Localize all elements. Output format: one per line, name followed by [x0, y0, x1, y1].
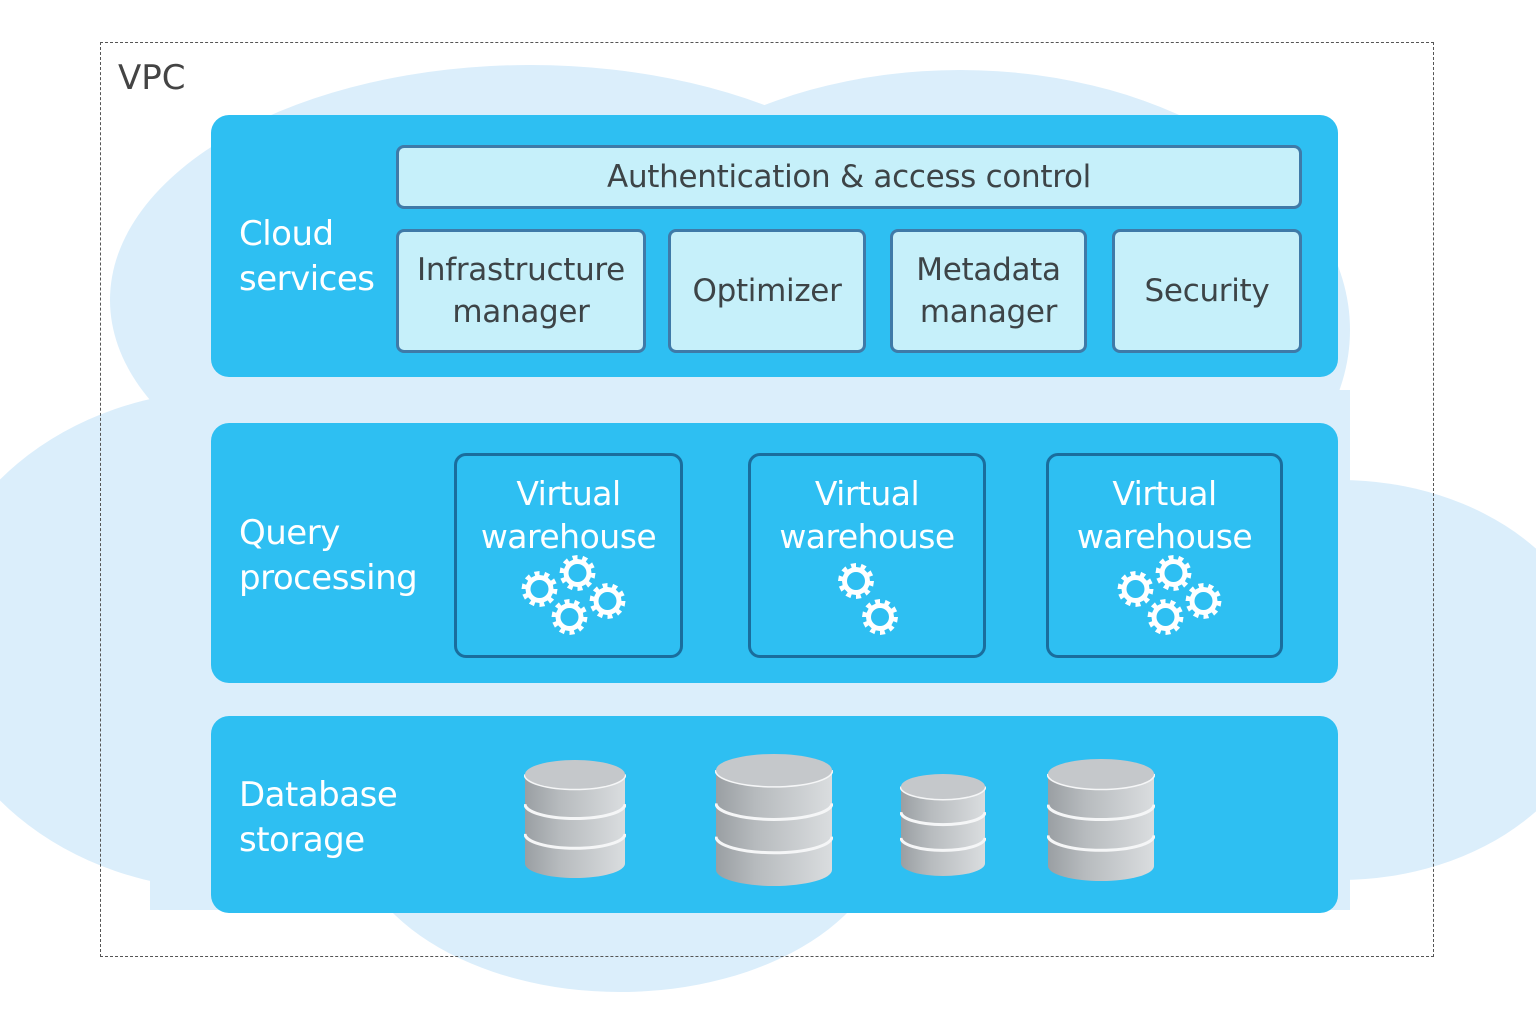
warehouse-label: Virtual: [516, 474, 621, 513]
gear-hole: [1194, 592, 1213, 610]
database-storage-title: Database storage: [239, 773, 398, 863]
database-band: [524, 803, 626, 821]
title-line: storage: [239, 820, 365, 860]
module-label: Optimizer: [692, 273, 842, 309]
auth-access-control-box: Authentication & access control: [396, 145, 1302, 209]
database-top: [1048, 759, 1154, 789]
database-top: [716, 754, 832, 787]
warehouse-label: Virtual: [814, 474, 920, 513]
optimizer-box: Optimizer: [668, 229, 866, 353]
title-line: Database: [239, 775, 398, 815]
virtual-warehouse: Virtual warehouse: [748, 453, 986, 658]
gear-hole: [1156, 608, 1175, 626]
database-icon: [900, 774, 986, 876]
title-line: Cloud: [239, 214, 334, 254]
virtual-warehouse: Virtual warehouse: [454, 453, 683, 658]
query-processing-layer: Query processing Virtual warehouse Virtua…: [211, 423, 1338, 683]
module-label: manager: [452, 294, 590, 330]
vpc-boundary: [100, 42, 1434, 957]
cloud-services-title: Cloud services: [239, 212, 375, 302]
database-body: [901, 786, 985, 876]
gears-icon: [521, 555, 626, 635]
database-band: [900, 837, 986, 852]
module-label: Infrastructure: [417, 252, 625, 288]
database-body: [716, 770, 832, 886]
database-band: [900, 811, 986, 827]
database-body: [1048, 773, 1154, 881]
warehouse-label: Virtual: [1112, 474, 1217, 513]
module-label: manager: [919, 294, 1058, 330]
gear-hole: [847, 572, 865, 590]
query-processing-title: Query processing: [239, 511, 418, 601]
gear-hole: [598, 592, 617, 610]
database-storage-layer: Database storage: [211, 716, 1338, 913]
gear-hole: [1126, 580, 1145, 598]
warehouse-label: warehouse: [480, 517, 657, 556]
gear-hole: [560, 608, 579, 626]
title-line: processing: [239, 558, 418, 598]
virtual-warehouse: Virtual warehouse: [1046, 453, 1283, 658]
security-box: Security: [1112, 229, 1302, 353]
title-line: Query: [239, 513, 340, 553]
database-band: [715, 803, 833, 821]
gears-icon: [1117, 555, 1222, 635]
database-icon: [524, 760, 626, 878]
database-band: [1047, 804, 1155, 822]
module-label: Security: [1144, 273, 1270, 309]
gear-hole: [568, 564, 587, 582]
database-top: [901, 774, 985, 799]
database-band: [1047, 835, 1155, 852]
gear-hole: [1164, 564, 1183, 582]
database-icon: [1047, 759, 1155, 881]
database-icon: [715, 754, 833, 886]
auth-label: Authentication & access control: [607, 159, 1091, 195]
cloud-services-layer: Cloud services Authentication & access c…: [211, 115, 1338, 377]
database-top: [525, 760, 625, 789]
metadata-manager-box: Metadata manager: [890, 229, 1087, 353]
module-label: Metadata: [916, 252, 1061, 288]
vpc-label: VPC: [118, 58, 186, 98]
title-line: services: [239, 259, 375, 299]
database-band: [524, 833, 626, 850]
warehouse-label: warehouse: [1076, 517, 1253, 556]
infrastructure-manager-box: Infrastructure manager: [396, 229, 646, 353]
database-body: [525, 774, 625, 878]
database-band: [715, 836, 833, 855]
gear-hole: [871, 608, 889, 626]
gear-hole: [530, 580, 549, 598]
warehouse-label: warehouse: [779, 517, 955, 556]
gears-icon: [838, 563, 898, 635]
